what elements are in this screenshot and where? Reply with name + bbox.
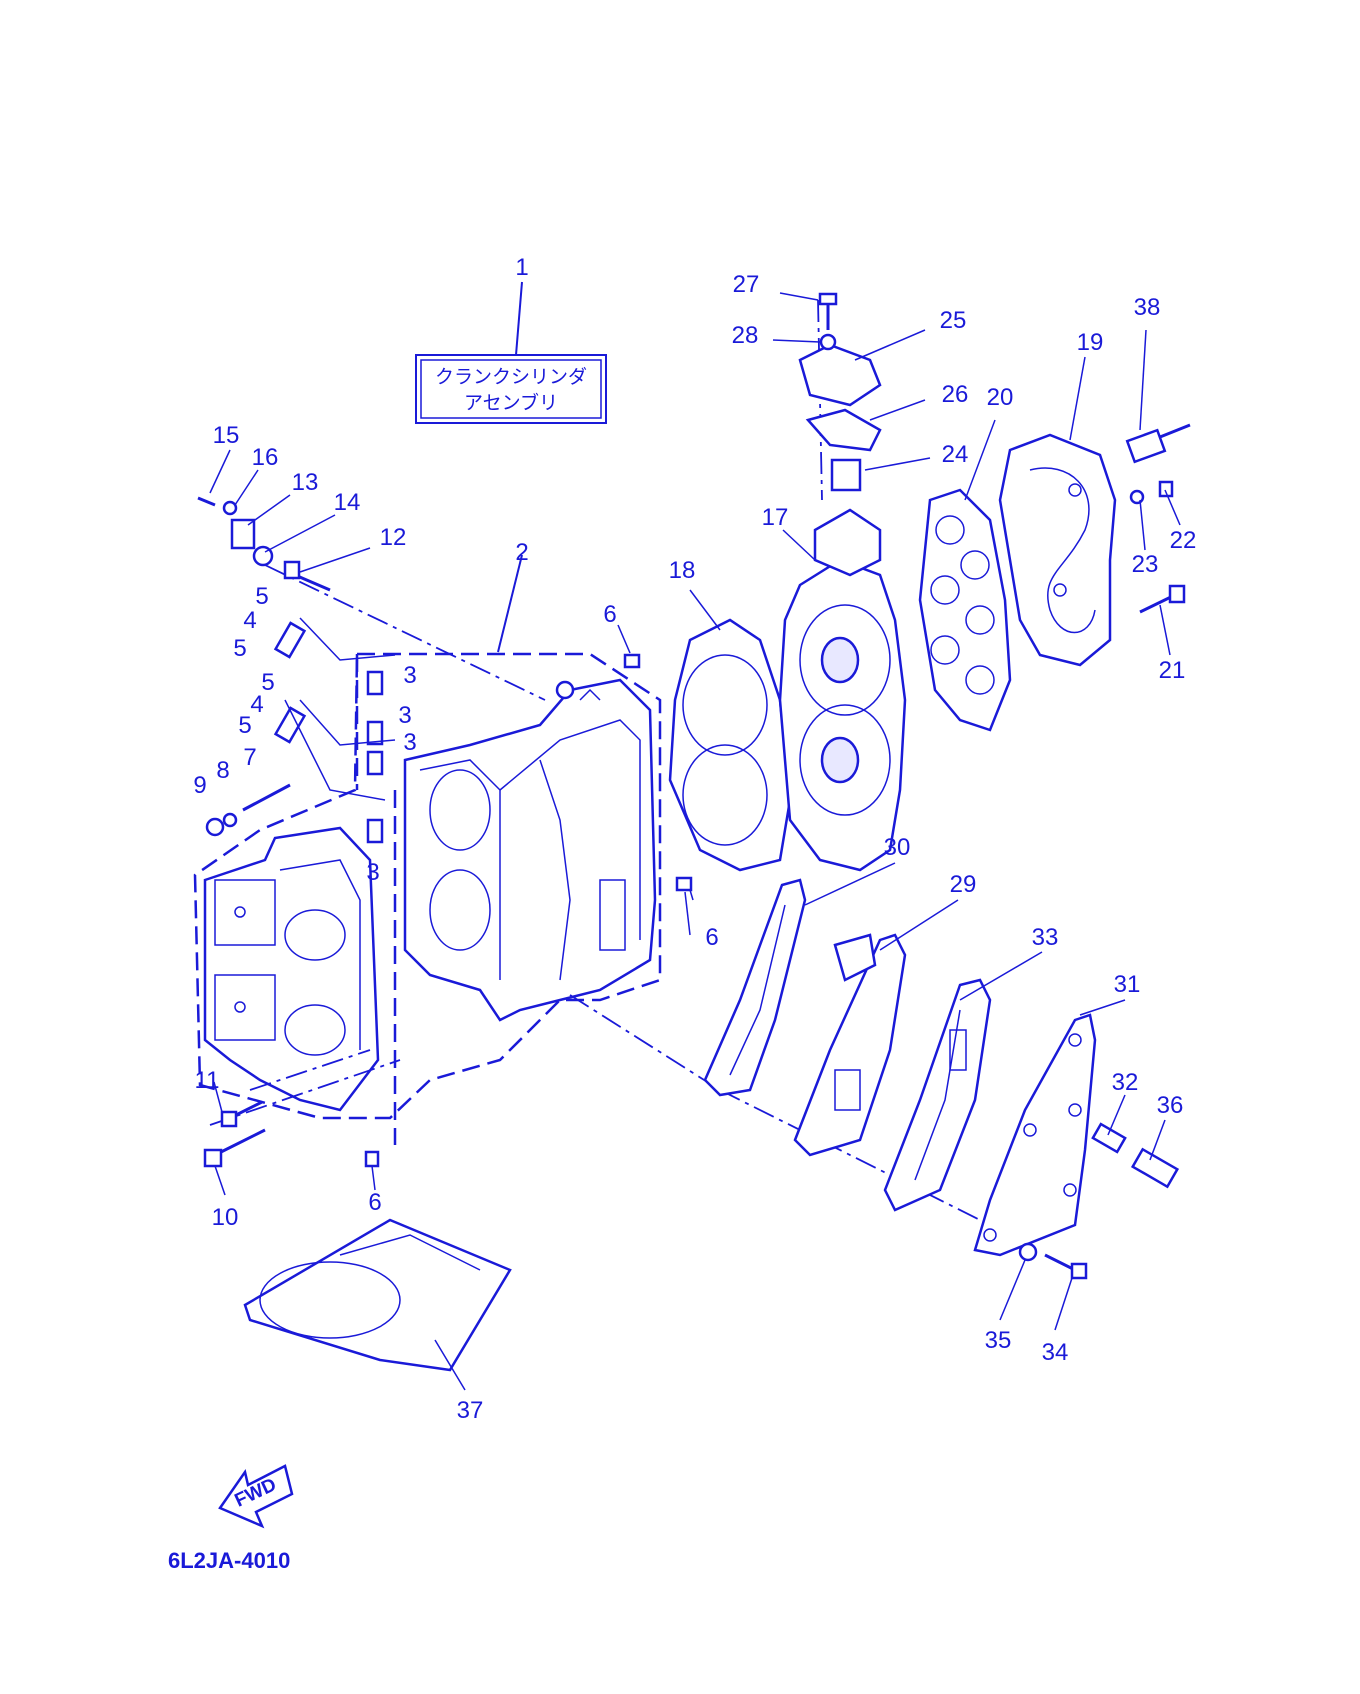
callout-numbers: 1 2 3 3 3 3 4 4 5 5 5 5 6 6 6 7 8 9 10 1… xyxy=(193,254,1196,1424)
callout-14: 14 xyxy=(334,489,361,516)
callout-19: 19 xyxy=(1077,329,1104,356)
sensor-and-bolts xyxy=(1125,423,1191,614)
callout-21: 21 xyxy=(1159,657,1186,684)
callout-3b: 3 xyxy=(398,702,411,729)
callout-5a: 5 xyxy=(255,583,268,610)
callout-10: 10 xyxy=(212,1204,239,1231)
assembly-line-covers-2 xyxy=(719,1089,991,1226)
callout-6c: 6 xyxy=(368,1189,381,1216)
callout-12: 12 xyxy=(380,524,407,551)
callout-24: 24 xyxy=(942,441,969,468)
callout-9: 9 xyxy=(193,772,206,799)
cover-small-parts xyxy=(1018,1122,1180,1280)
bolt-parts-lower xyxy=(203,1100,380,1168)
stud-nut-parts xyxy=(205,783,291,837)
crankcase-half xyxy=(203,826,380,1112)
callout-34: 34 xyxy=(1042,1339,1069,1366)
callout-33: 33 xyxy=(1032,924,1059,951)
head-cover xyxy=(998,433,1117,667)
callout-27: 27 xyxy=(733,271,760,298)
callout-23: 23 xyxy=(1132,551,1159,578)
callout-35: 35 xyxy=(985,1327,1012,1354)
callout-20: 20 xyxy=(987,384,1014,411)
callout-7: 7 xyxy=(243,744,256,771)
callout-38: 38 xyxy=(1134,294,1161,321)
callout-4b: 4 xyxy=(250,691,263,718)
cylinder-head xyxy=(778,508,907,872)
assembly-title-box: クランクシリンダ アセンブリ xyxy=(415,354,607,424)
callout-30: 30 xyxy=(884,834,911,861)
callout-37: 37 xyxy=(457,1397,484,1424)
exhaust-inner-cover-29 xyxy=(793,933,907,1157)
callout-8: 8 xyxy=(216,757,229,784)
dowel-pins xyxy=(623,653,693,892)
callout-1: 1 xyxy=(515,254,528,281)
callout-32: 32 xyxy=(1112,1069,1139,1096)
assembly-line-bolt10 xyxy=(209,1059,401,1126)
callout-22: 22 xyxy=(1170,527,1197,554)
leader-2 xyxy=(497,554,523,653)
callout-17: 17 xyxy=(762,504,789,531)
callout-16: 16 xyxy=(252,444,279,471)
callout-28: 28 xyxy=(732,322,759,349)
exhaust-gasket-33 xyxy=(883,978,992,1212)
callout-5c: 5 xyxy=(261,669,274,696)
callout-18: 18 xyxy=(669,557,696,584)
head-cover-gasket xyxy=(918,488,1012,732)
base-gasket xyxy=(243,1218,512,1372)
callout-6b: 6 xyxy=(705,924,718,951)
callout-6a: 6 xyxy=(603,601,616,628)
head-gasket xyxy=(668,618,792,872)
callout-4a: 4 xyxy=(243,607,256,634)
callout-25: 25 xyxy=(940,307,967,334)
callout-15: 15 xyxy=(213,422,240,449)
leader-1 xyxy=(515,281,523,356)
crankcase-assembly-outline xyxy=(193,652,662,1145)
assembly-line-bolt11 xyxy=(249,1049,371,1091)
fitting-parts xyxy=(366,670,384,844)
exhaust-outer-cover-31 xyxy=(973,1013,1097,1257)
callout-2: 2 xyxy=(515,539,528,566)
callout-5d: 5 xyxy=(238,712,251,739)
callout-11: 11 xyxy=(195,1067,220,1094)
assembly-line-covers xyxy=(569,994,721,1091)
cylinder-block xyxy=(403,678,657,1022)
assembly-line-bolt12 xyxy=(264,564,546,701)
callout-5b: 5 xyxy=(233,635,246,662)
callout-3a: 3 xyxy=(403,662,416,689)
callout-36: 36 xyxy=(1157,1092,1184,1119)
thermostat-parts xyxy=(798,292,882,492)
forward-direction-arrow: FWD xyxy=(218,1464,294,1529)
callout-29: 29 xyxy=(950,871,977,898)
hose-parts xyxy=(273,617,396,801)
callout-3c: 3 xyxy=(403,729,416,756)
callout-26: 26 xyxy=(942,381,969,408)
callout-3d: 3 xyxy=(366,859,379,886)
callout-13: 13 xyxy=(292,469,319,496)
exhaust-gasket-30 xyxy=(703,878,807,1097)
assembly-line-thermostat xyxy=(817,299,823,501)
figure-code: 6L2JA-4010 xyxy=(168,1548,290,1573)
leader-lines xyxy=(209,292,1181,1391)
bolt-parts-upper xyxy=(197,496,331,592)
title-line-1: クランクシリンダ xyxy=(435,366,587,388)
title-line-2: アセンブリ xyxy=(464,391,558,414)
callout-31: 31 xyxy=(1114,971,1141,998)
